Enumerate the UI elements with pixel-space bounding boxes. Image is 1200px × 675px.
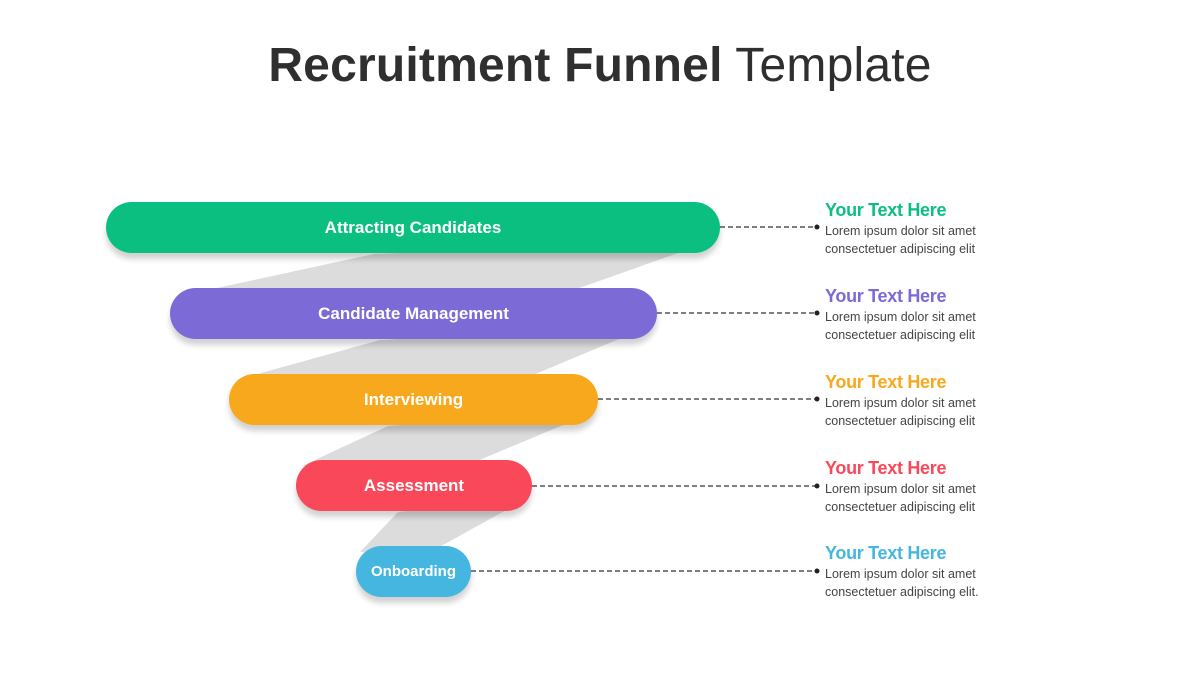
stage-label: Onboarding [371,563,456,580]
info-body: Lorem ipsum dolor sit amet consectetuer … [825,394,1045,430]
funnel-band-4 [360,498,528,552]
leader-dot-1 [814,224,820,230]
slide-title: Recruitment Funnel Template [0,38,1200,93]
stage-label: Interviewing [363,389,464,409]
info-heading: Your Text Here [825,372,947,392]
leader-dot-3 [814,396,820,402]
leader-dot-5 [814,568,820,574]
info-block-5: Your Text Here Lorem ipsum dolor sit ame… [825,543,1045,601]
stage-label: Assessment [363,475,465,495]
stage-attracting-candidates: Attracting Candidates [106,202,720,253]
info-block-2: Your Text Here Lorem ipsum dolor sit ame… [825,286,1045,344]
info-block-1: Your Text Here Lorem ipsum dolor sit ame… [825,200,1045,258]
leader-dot-2 [814,310,820,316]
info-line: Lorem ipsum dolor sit amet [825,482,976,496]
stage-interviewing: Interviewing [229,374,598,425]
info-line: Lorem ipsum dolor sit amet [825,224,976,238]
stage-label: Candidate Management [318,303,509,323]
info-line: Lorem ipsum dolor sit amet [825,310,976,324]
funnel-band-2 [236,326,650,380]
info-line: consectetuer adipiscing elit [825,242,976,256]
stage-label: Attracting Candidates [324,217,502,237]
title-bold: Recruitment Funnel [268,39,723,92]
info-heading: Your Text Here [825,543,947,563]
info-body: Lorem ipsum dolor sit amet consectetuer … [825,308,1045,344]
info-line: Lorem ipsum dolor sit amet [825,567,976,581]
info-body: Lorem ipsum dolor sit amet consectetuer … [825,565,1045,601]
info-line: consectetuer adipiscing elit. [825,585,979,599]
info-heading: Your Text Here [825,458,947,478]
stage-onboarding: Onboarding [356,546,471,597]
info-line: consectetuer adipiscing elit [825,414,976,428]
info-line: consectetuer adipiscing elit [825,328,976,342]
funnel-band-3 [302,412,594,466]
info-line: Lorem ipsum dolor sit amet [825,396,976,410]
info-block-3: Your Text Here Lorem ipsum dolor sit ame… [825,372,1045,430]
info-body: Lorem ipsum dolor sit amet consectetuer … [825,480,1045,516]
funnel-band-1 [180,240,715,296]
info-body: Lorem ipsum dolor sit amet consectetuer … [825,222,1045,258]
leader-dot-4 [814,483,820,489]
stage-candidate-management: Candidate Management [170,288,657,339]
title-light: Template [735,39,932,92]
info-block-4: Your Text Here Lorem ipsum dolor sit ame… [825,458,1045,516]
info-line: consectetuer adipiscing elit [825,500,976,514]
info-heading: Your Text Here [825,200,947,220]
info-heading: Your Text Here [825,286,947,306]
stage-assessment: Assessment [296,460,532,511]
